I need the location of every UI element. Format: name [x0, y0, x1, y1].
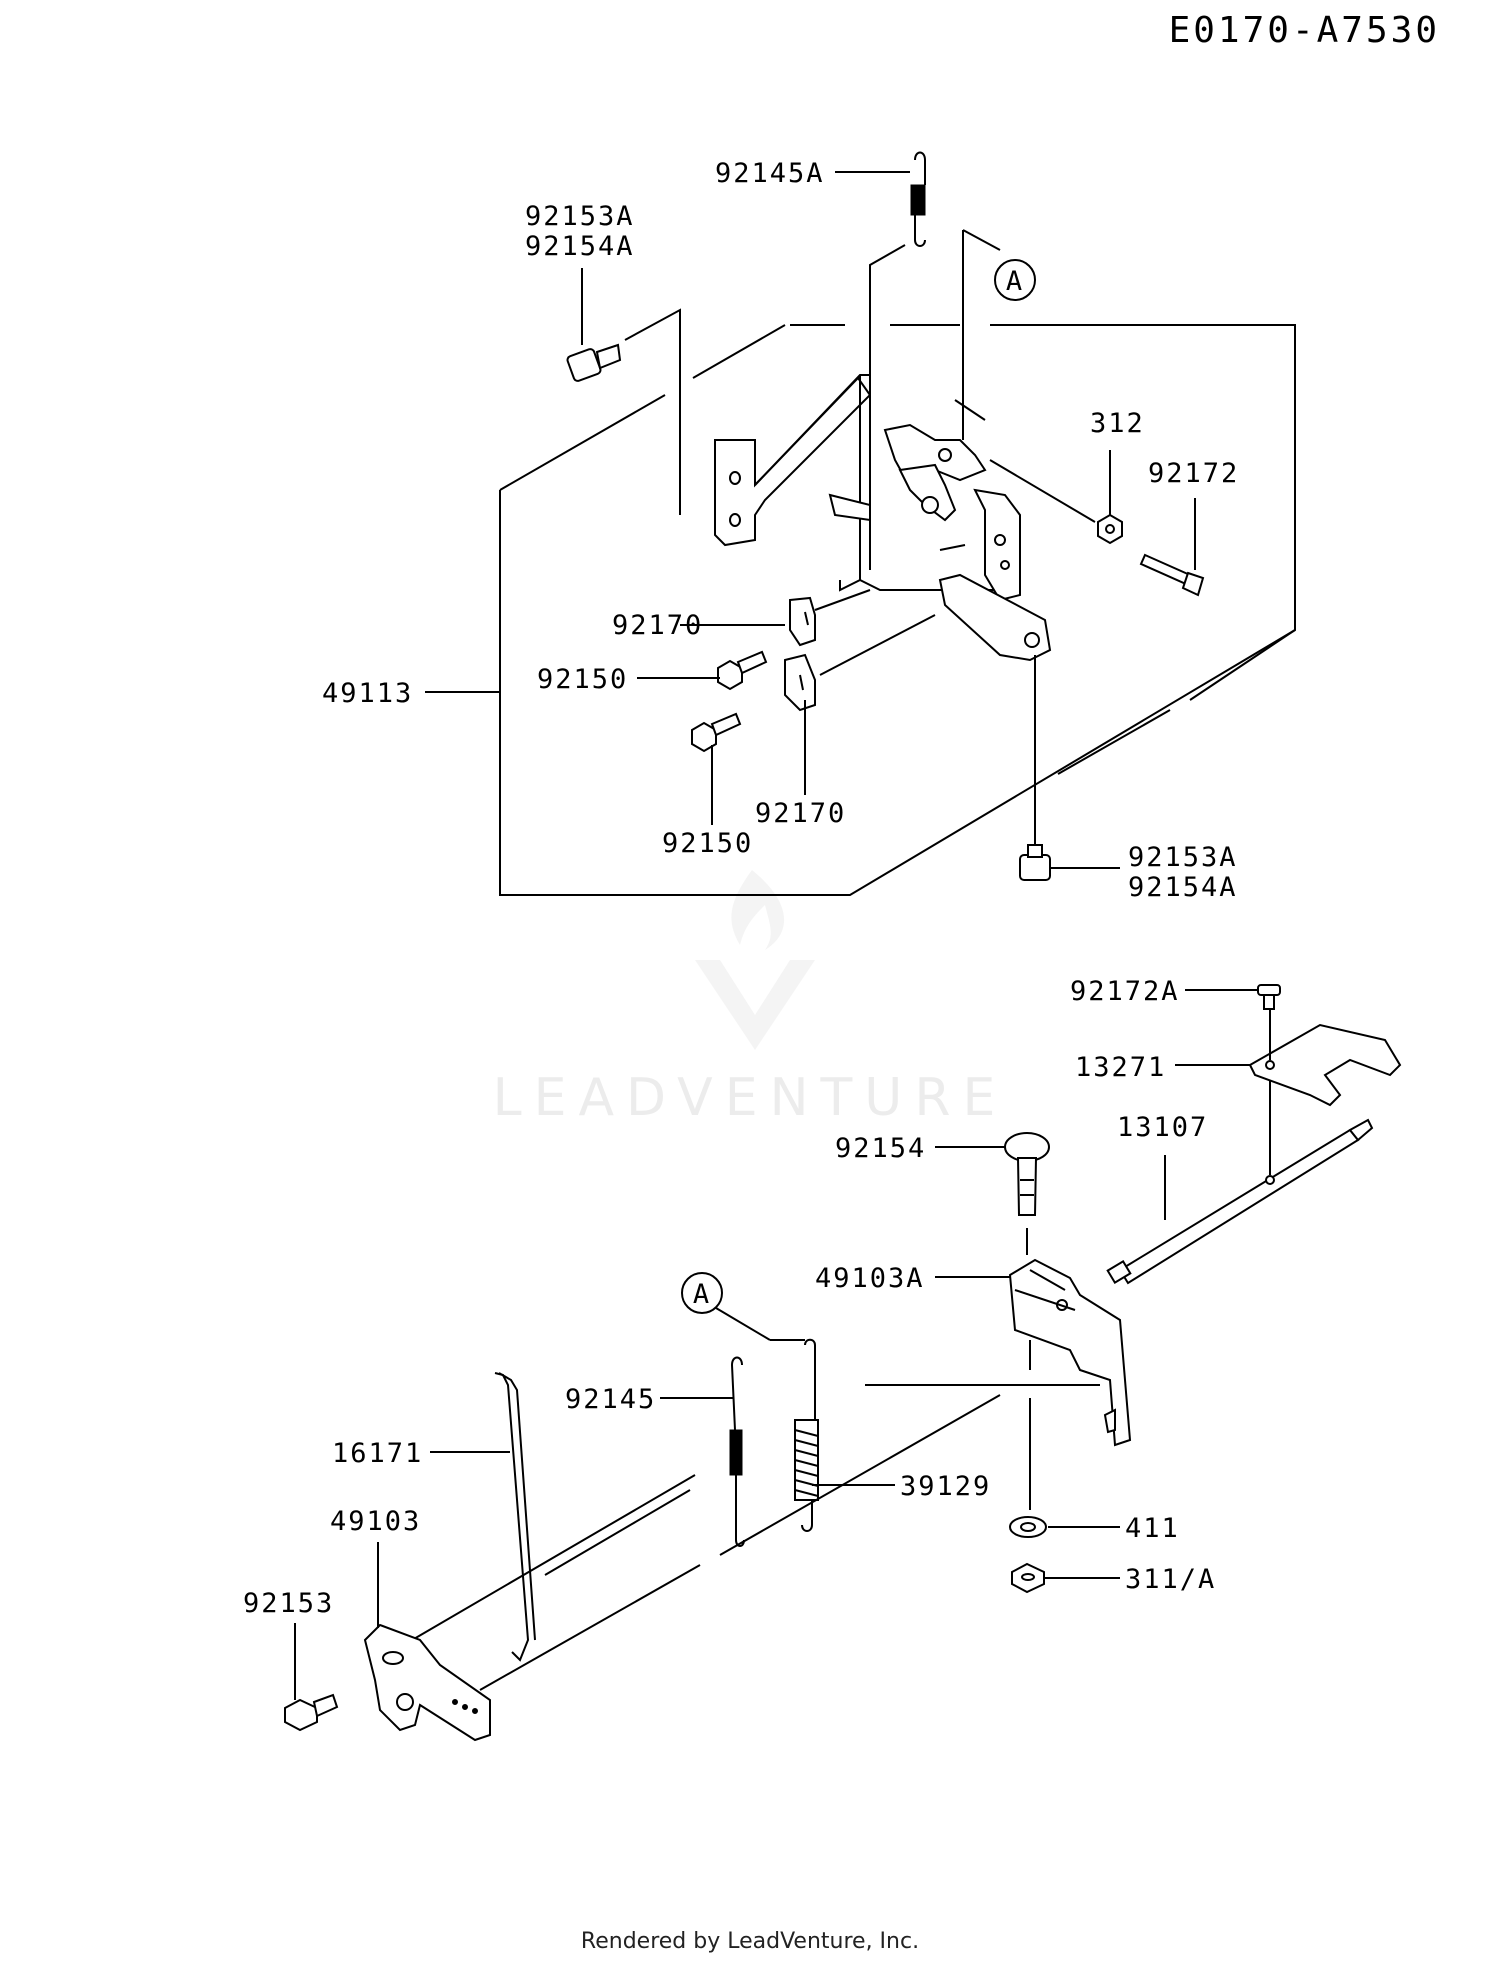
callout-a-bottom — [681, 1272, 723, 1314]
label-13107: 13107 — [1117, 1112, 1208, 1143]
label-92150-a: 92150 — [537, 664, 628, 695]
label-92170-b: 92170 — [755, 798, 846, 829]
control-bracket — [714, 374, 1000, 592]
label-49103A: 49103A — [815, 1263, 925, 1294]
cable-clamp-lower — [784, 653, 816, 712]
spring-92145 — [729, 1356, 745, 1547]
callout-a-top-label: A — [1006, 266, 1024, 297]
rod-16171 — [494, 1372, 536, 1662]
footer-credit: Rendered by LeadVenture, Inc. — [581, 1929, 919, 1954]
label-92154A-top: 92154A — [525, 231, 635, 262]
label-92145: 92145 — [565, 1384, 656, 1415]
lever-49103A — [1008, 1258, 1132, 1447]
label-411: 411 — [1125, 1513, 1180, 1544]
label-92170-a: 92170 — [612, 610, 703, 641]
flange-bolt-top — [566, 343, 622, 382]
spring-92145A — [910, 151, 926, 247]
label-92145A: 92145A — [715, 158, 825, 189]
shaft-13107 — [1106, 1118, 1374, 1285]
label-312: 312 — [1090, 408, 1145, 439]
label-92154: 92154 — [835, 1133, 926, 1164]
label-92172A: 92172A — [1070, 976, 1180, 1007]
label-311A: 311/A — [1125, 1564, 1216, 1595]
label-49113: 49113 — [322, 678, 413, 709]
label-92172: 92172 — [1148, 458, 1239, 489]
label-92154A-bottom: 92154A — [1128, 872, 1238, 903]
label-92153: 92153 — [243, 1588, 334, 1619]
assembly-frame-49113 — [499, 324, 1296, 896]
label-16171: 16171 — [332, 1438, 423, 1469]
plate-13271 — [1248, 1023, 1402, 1107]
carriage-bolt-92154 — [1004, 1132, 1050, 1216]
washer-411 — [1009, 1516, 1047, 1538]
cable-clamp-upper — [789, 596, 816, 647]
throttle-lever-cluster — [828, 399, 1052, 662]
label-92153A-top: 92153A — [525, 201, 635, 232]
label-49103: 49103 — [330, 1506, 421, 1537]
watermark-logo — [695, 870, 815, 1050]
flange-bolt-92153 — [284, 1693, 339, 1732]
callout-a-bottom-label: A — [693, 1279, 711, 1310]
label-39129: 39129 — [900, 1471, 991, 1502]
lever-49103 — [363, 1623, 491, 1742]
bolt-92150-a — [717, 650, 768, 691]
flange-bolt-bottom — [1019, 844, 1051, 881]
bolt-92172 — [1139, 553, 1205, 597]
nut-311A — [1011, 1562, 1045, 1594]
bolt-92150-b — [691, 712, 742, 753]
label-92153A-bottom: 92153A — [1128, 842, 1238, 873]
diagram-code: E0170-A7530 — [1169, 10, 1440, 51]
watermark-text: LEADVENTURE — [493, 1068, 1008, 1128]
callout-a-top — [994, 259, 1036, 301]
nut-312 — [1097, 513, 1123, 545]
label-92150-b: 92150 — [662, 828, 753, 859]
label-13271: 13271 — [1075, 1052, 1166, 1083]
screw-92172A — [1257, 984, 1281, 1010]
